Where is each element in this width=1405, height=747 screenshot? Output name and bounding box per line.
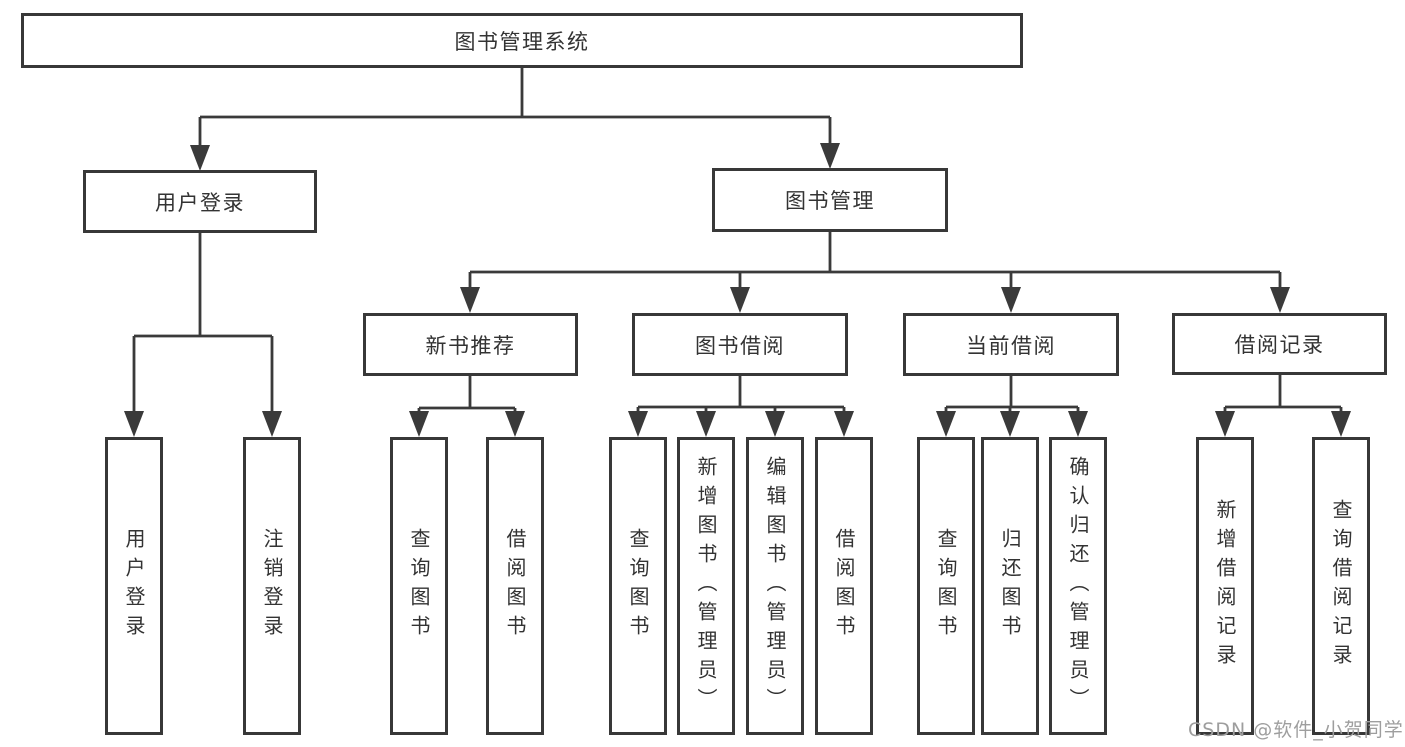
connector-borrow-record-children [1215,375,1351,437]
node-bb-edit: 编辑图书（管理员） [746,437,804,735]
arrowhead-icon [190,145,210,171]
node-cb-confirm: 确认归还（管理员） [1049,437,1107,735]
node-new-book-rec: 新书推荐 [363,313,578,376]
arrowhead-icon [628,411,648,437]
connector-root-to-level1 [190,68,840,171]
connector-current-borrow-children [936,376,1088,437]
arrowhead-icon [1001,287,1021,313]
node-label: 新书推荐 [425,333,516,358]
node-cb-return: 归还图书 [981,437,1039,735]
node-label: 注销登录 [260,528,284,644]
node-label: 借阅记录 [1234,333,1325,357]
node-label: 当前借阅 [966,333,1056,358]
connector-line [417,376,517,413]
arrowhead-icon [730,287,750,313]
node-label: 确认归还（管理员） [1066,455,1090,717]
connector-book-mgmt-children [460,232,1290,313]
arrowhead-icon [409,411,429,437]
connector-new-book-rec-children [409,376,525,437]
node-label: 图书借阅 [695,333,785,358]
node-label: 新增图书（管理员） [694,455,718,717]
connector-line [198,68,832,147]
arrowhead-icon [696,411,716,437]
connector-line [636,376,846,413]
node-label: 图书管理系统 [454,29,590,54]
connector-line [132,233,274,413]
connector-book-borrow-children [628,376,854,437]
node-br-add: 新增借阅记录 [1196,437,1254,735]
node-label: 查询图书 [626,528,650,644]
node-br-query: 查询借阅记录 [1312,437,1370,735]
connector-line [468,232,1282,289]
node-nb-query: 查询图书 [390,437,448,735]
csdn-watermark: CSDN @软件_小贺同学 [1188,719,1404,741]
arrowhead-icon [765,411,785,437]
node-current-borrow: 当前借阅 [903,313,1119,376]
arrowhead-icon [1068,411,1088,437]
arrowhead-icon [1215,411,1235,437]
node-cb-query: 查询图书 [917,437,975,735]
arrowhead-icon [1331,411,1351,437]
node-label: 图书管理 [785,189,875,213]
node-label: 新增借阅记录 [1213,499,1237,673]
arrowhead-icon [124,411,144,437]
connector-line [944,376,1080,413]
connector-line [1223,375,1343,413]
node-label: 借阅图书 [503,528,527,644]
node-book-mgmt: 图书管理 [712,168,948,232]
node-label: 归还图书 [998,528,1022,644]
node-label: 借阅图书 [832,528,856,644]
node-nb-borrow: 借阅图书 [486,437,544,735]
node-book-borrow: 图书借阅 [632,313,848,376]
node-ul-logout: 注销登录 [243,437,301,735]
node-root: 图书管理系统 [21,13,1023,68]
node-label: 查询借阅记录 [1329,499,1353,673]
arrowhead-icon [460,287,480,313]
node-bb-borrow: 借阅图书 [815,437,873,735]
arrowhead-icon [936,411,956,437]
arrowhead-icon [505,411,525,437]
arrowhead-icon [1270,287,1290,313]
node-label: 用户登录 [122,528,146,644]
node-borrow-record: 借阅记录 [1172,313,1387,375]
node-user-login: 用户登录 [83,170,317,233]
connector-user-login-children [124,233,282,437]
node-ul-user-login: 用户登录 [105,437,163,735]
node-label: 编辑图书（管理员） [763,455,787,717]
arrowhead-icon [834,411,854,437]
arrowhead-icon [262,411,282,437]
node-bb-query: 查询图书 [609,437,667,735]
node-label: 查询图书 [934,528,958,644]
arrowhead-icon [820,143,840,169]
arrowhead-icon [1000,411,1020,437]
node-label: 查询图书 [407,528,431,644]
node-label: 用户登录 [155,190,245,215]
node-bb-add: 新增图书（管理员） [677,437,735,735]
